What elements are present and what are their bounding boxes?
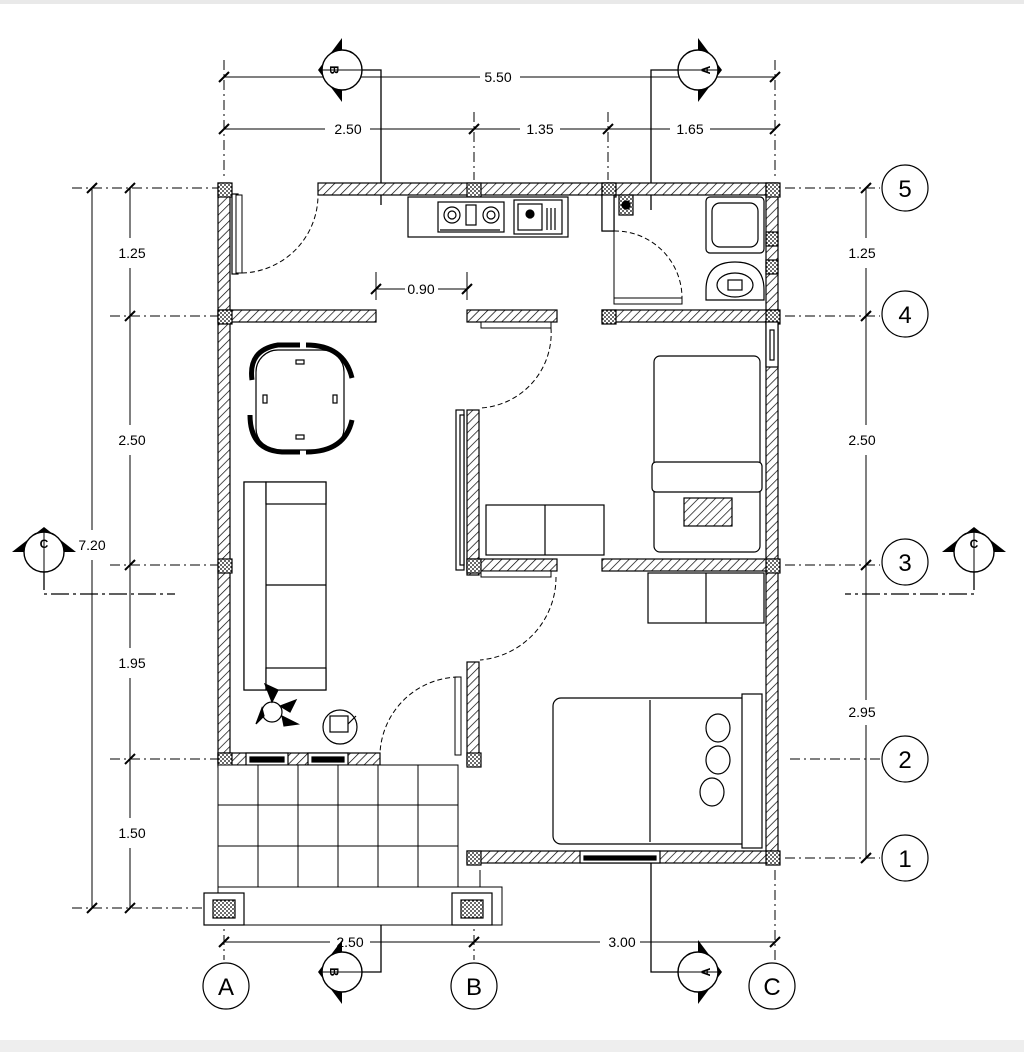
dim-right-3: 2.95 [848, 704, 875, 720]
porch-columns [203, 892, 493, 926]
dim-left-overall: 7.20 [78, 537, 105, 553]
bedroom-2-wardrobe [647, 572, 765, 624]
dim-right-2: 2.50 [848, 432, 875, 448]
section-marker-b-bottom [318, 845, 382, 1004]
grid-axis-C: C [763, 974, 780, 1001]
dim-door-opening: 0.90 [407, 281, 434, 297]
section-label-a-top: A [699, 65, 713, 74]
dim-overall-top: 5.50 [484, 69, 511, 85]
dim-bottom-1: 2.50 [336, 934, 363, 950]
dimension-ticks [86, 71, 872, 948]
dim-top-3: 1.65 [676, 121, 703, 137]
structural-columns [217, 182, 781, 866]
dining-table [247, 342, 355, 455]
section-marker-a-bottom [650, 860, 722, 1004]
section-label-a-bottom: A [699, 967, 713, 976]
bedroom-2-bed [552, 693, 763, 849]
section-marker-b-top [318, 38, 382, 205]
bedroom-1-wardrobe [485, 504, 605, 556]
dim-left-3: 1.95 [118, 655, 145, 671]
dim-top-1: 2.50 [334, 121, 361, 137]
dimension-lines [72, 60, 880, 960]
side-table [322, 709, 358, 745]
grid-axis-3: 3 [898, 550, 911, 577]
plant [255, 682, 300, 727]
section-label-c-left: C [40, 537, 49, 551]
section-marker-a-top [650, 38, 722, 210]
section-label-c-right: C [970, 537, 979, 551]
grid-axis-B: B [466, 974, 482, 1001]
bathroom-fixtures [618, 194, 765, 301]
porch-tiles [217, 764, 503, 926]
dim-bottom-2: 3.00 [608, 934, 635, 950]
section-marker-c-left [12, 527, 175, 595]
section-marker-c-right [845, 527, 1006, 595]
grid-axis-2: 2 [898, 747, 911, 774]
grid-axis-bubbles [202, 164, 929, 1010]
top-edge-bar [0, 0, 1024, 4]
grid-axis-5: 5 [898, 176, 911, 203]
grid-axis-4: 4 [898, 302, 911, 329]
kitchen-counter [407, 196, 569, 238]
dim-left-4: 1.50 [118, 825, 145, 841]
dim-right-1: 1.25 [848, 245, 875, 261]
grid-axis-A: A [218, 974, 234, 1001]
section-label-b-bottom: B [327, 968, 341, 977]
dim-top-2: 1.35 [526, 121, 553, 137]
sofa [243, 481, 327, 691]
dim-left-1: 1.25 [118, 245, 145, 261]
bottom-edge-bar [0, 1040, 1024, 1052]
grid-axis-1: 1 [898, 846, 911, 873]
bedroom-1-bed [651, 355, 763, 553]
dim-left-2: 2.50 [118, 432, 145, 448]
windows [231, 193, 779, 864]
section-label-b-top: B [327, 66, 341, 75]
doors [235, 194, 683, 756]
